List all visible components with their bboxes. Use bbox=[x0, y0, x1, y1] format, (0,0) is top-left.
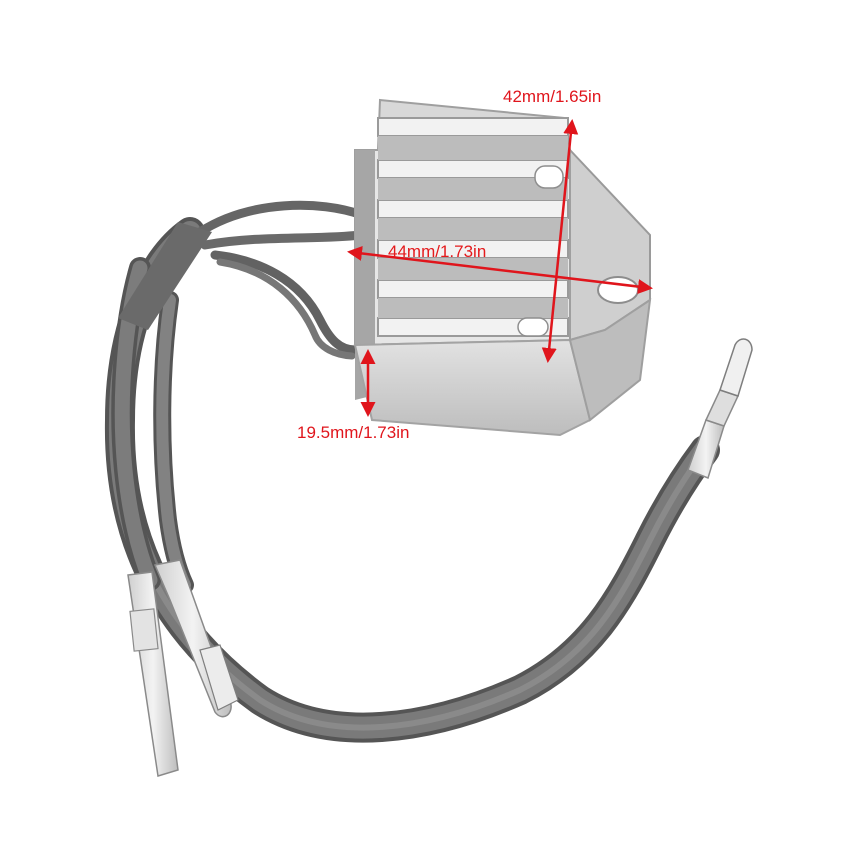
width-arrow bbox=[347, 245, 653, 295]
height-arrow bbox=[541, 119, 579, 363]
mounting-hole bbox=[597, 276, 639, 304]
wire-sleeve bbox=[118, 222, 212, 330]
height-dimension-label: 42mm/1.65in bbox=[503, 87, 602, 106]
wire-harness bbox=[104, 200, 720, 743]
depth-dimension-label: 19.5mm/1.73in bbox=[297, 423, 410, 442]
dimension-arrows bbox=[347, 119, 653, 417]
width-dimension-label: 44mm/1.73in bbox=[388, 242, 487, 261]
right-bullet-connector bbox=[687, 338, 753, 479]
regulator-body bbox=[353, 98, 652, 437]
left-connectors bbox=[127, 559, 239, 777]
